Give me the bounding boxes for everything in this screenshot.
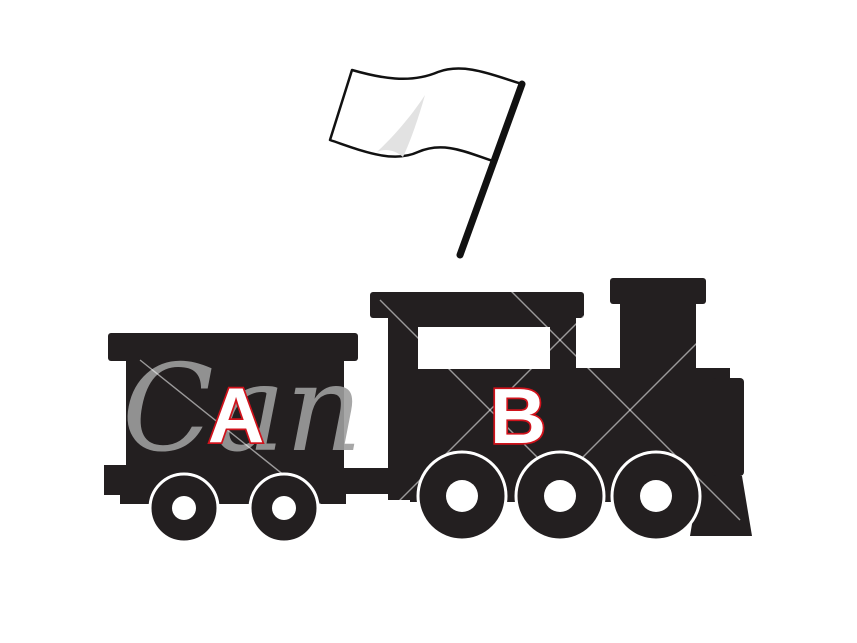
tender-roof — [108, 333, 358, 361]
flag-fold-shadow — [377, 95, 425, 157]
watermark: Can — [122, 340, 363, 479]
cab-roof — [370, 292, 584, 318]
tender-wheel-1 — [148, 472, 220, 544]
watermark-script: Can — [122, 340, 363, 479]
locomotive-wheel-2 — [514, 450, 606, 542]
chimney — [620, 300, 696, 376]
boiler-front — [712, 378, 744, 476]
flag-cloth — [328, 67, 524, 164]
locomotive-wheels — [416, 450, 702, 542]
tender-wheels — [148, 472, 320, 544]
cab-window — [418, 327, 550, 369]
tender-wheel-2 — [248, 472, 320, 544]
locomotive-wheel-1 — [416, 450, 508, 542]
white-flag-icon — [328, 67, 526, 259]
car-label-b: B — [490, 372, 546, 460]
flag-pole — [456, 80, 526, 259]
chimney-cap — [610, 278, 706, 304]
car-label-a: A — [208, 371, 264, 459]
locomotive-wheel-3 — [610, 450, 702, 542]
